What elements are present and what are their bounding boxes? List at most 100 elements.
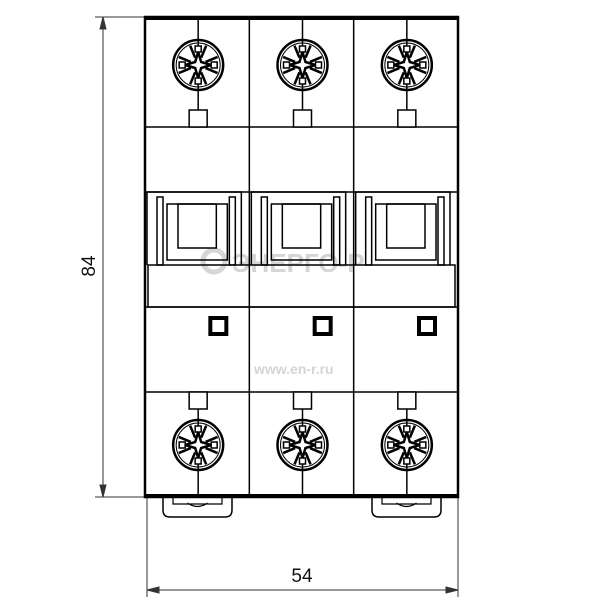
screw-cross-icon — [285, 427, 320, 463]
screw-spoke — [413, 435, 427, 444]
watermark-brand: ЭНЕРГО-Р — [232, 248, 365, 278]
terminal-tab — [292, 109, 313, 128]
status-indicator-icon — [208, 316, 229, 336]
screw-spoke — [408, 451, 417, 465]
screw-spoke — [304, 71, 312, 85]
screw-spoke — [309, 446, 323, 455]
handle-bar — [147, 264, 456, 308]
handle-side — [437, 196, 445, 266]
screw-notch — [178, 441, 186, 449]
breaker-body — [143, 15, 460, 518]
screw-spoke — [282, 55, 296, 64]
top-terminal-screw-icon — [276, 38, 329, 92]
screw-notch — [419, 441, 427, 449]
screw-spoke — [178, 446, 192, 455]
handle-side — [364, 196, 373, 266]
handle-side — [228, 196, 237, 266]
screw-spoke — [188, 425, 197, 439]
top-terminal-screw-icon — [380, 38, 434, 92]
watermark-url: www.en-r.ru — [253, 361, 334, 377]
screw-spoke — [200, 451, 208, 465]
screw-rim — [171, 418, 225, 472]
pole-1 — [146, 17, 243, 497]
screw-cross-icon — [389, 47, 425, 83]
screw-notch — [282, 441, 291, 449]
screw-spoke — [188, 451, 197, 465]
screw-spoke — [408, 45, 417, 59]
screw-spoke — [282, 66, 296, 75]
terminal-tab — [397, 109, 417, 128]
screw-spoke — [200, 425, 208, 439]
screw-spoke — [188, 45, 197, 59]
bottom-terminal-screw-icon — [276, 418, 329, 472]
screw-notch — [419, 61, 427, 69]
screw-spoke — [386, 446, 400, 455]
screw-spoke — [178, 55, 192, 64]
screw-notch — [298, 425, 307, 433]
screw-spoke — [205, 66, 219, 75]
screw-spoke — [293, 45, 301, 59]
screw-inner-rim — [175, 42, 221, 88]
handle-side — [260, 196, 269, 266]
screw-spoke — [386, 435, 400, 444]
screw-notch — [314, 441, 323, 449]
handle-window — [281, 203, 322, 249]
screw-cross-icon — [389, 427, 425, 463]
screw-spoke — [408, 71, 417, 85]
screw-spoke — [397, 45, 405, 59]
screw-spoke — [304, 45, 312, 59]
screw-spoke — [309, 55, 323, 64]
screw-spoke — [397, 71, 405, 85]
terminal-tab — [397, 391, 417, 410]
terminal-tab — [292, 391, 313, 410]
screw-spoke — [282, 446, 296, 455]
screw-spoke — [304, 451, 312, 465]
screw-spoke — [178, 66, 192, 75]
screw-inner-rim — [384, 422, 430, 468]
screw-spoke — [200, 45, 208, 59]
din-clip-detail — [172, 498, 223, 508]
watermark-logo: ЭНЕРГО-Р — [200, 247, 365, 278]
screw-notch — [298, 77, 307, 85]
screw-spoke — [205, 446, 219, 455]
height-dimension-label: 84 — [79, 255, 100, 277]
screw-cross-icon — [285, 47, 320, 83]
terminal-tab — [188, 109, 208, 128]
handle-window — [177, 203, 218, 249]
top-terminal-screw-icon — [171, 38, 225, 92]
screw-spoke — [309, 66, 323, 75]
screw-notch — [210, 61, 218, 69]
screw-notch — [403, 457, 411, 465]
screw-notch — [210, 441, 218, 449]
handle-frame — [146, 191, 243, 265]
handle-side — [156, 196, 164, 266]
pole-2 — [248, 17, 347, 497]
screw-notch — [194, 77, 202, 85]
din-clip-detail — [381, 498, 432, 508]
screw-cross-icon — [180, 47, 216, 83]
screw-spoke — [413, 55, 427, 64]
screw-spoke — [386, 66, 400, 75]
screw-spoke — [408, 425, 417, 439]
screw-spoke — [188, 71, 197, 85]
screw-spoke — [282, 435, 296, 444]
handle-frame — [354, 191, 451, 265]
screw-spoke — [205, 55, 219, 64]
height-dimension — [95, 16, 145, 498]
screw-spoke — [386, 55, 400, 64]
screw-spoke — [397, 451, 405, 465]
screw-spoke — [309, 435, 323, 444]
screw-spoke — [205, 435, 219, 444]
screw-spoke — [304, 425, 312, 439]
screw-notch — [403, 77, 411, 85]
screw-notch — [178, 61, 186, 69]
screw-spoke — [413, 446, 427, 455]
bottom-terminal-screw-icon — [380, 418, 434, 472]
screw-spoke — [200, 71, 208, 85]
screw-spoke — [293, 71, 301, 85]
screw-notch — [403, 425, 411, 433]
screw-notch — [298, 457, 307, 465]
status-indicator-icon — [312, 316, 333, 336]
screw-rim — [276, 418, 329, 472]
